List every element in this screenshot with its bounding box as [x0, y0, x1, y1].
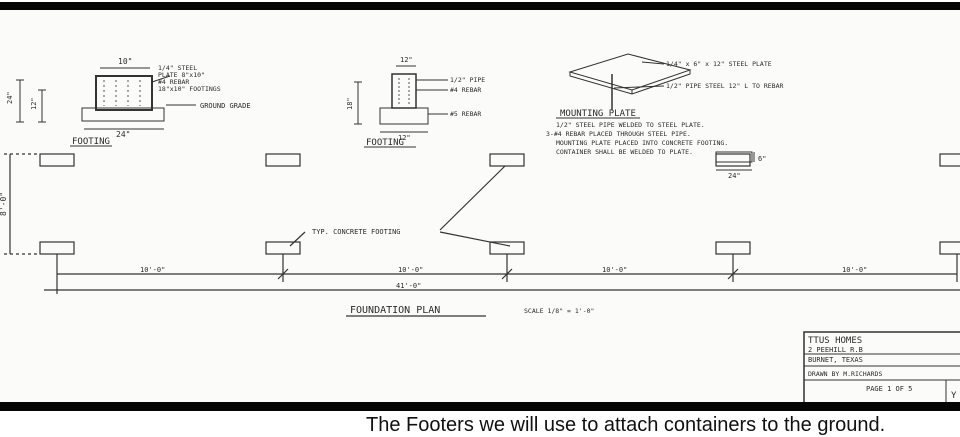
section-column	[391, 73, 417, 109]
plan-title: FOUNDATION PLAN	[350, 305, 440, 316]
plan-vertical-dim-label: 8'-0"	[0, 192, 8, 216]
footing-pad	[39, 241, 75, 255]
title-block-line: BURNET, TEXAS	[808, 356, 863, 364]
title-block-line: DRAWN BY M.RICHARDS	[808, 370, 882, 378]
footing-pad	[715, 153, 751, 167]
section-top-dim-label: 12"	[400, 56, 413, 64]
mounting-note: 1/2" STEEL PIPE WELDED TO STEEL PLATE.	[556, 121, 705, 129]
plate-dim-wide: 24"	[728, 172, 741, 180]
section-pipe-label: 1/2" PIPE	[450, 76, 485, 84]
mounting-title: MOUNTING PLATE	[560, 109, 636, 119]
section-bottom-dim-label: 12"	[398, 134, 411, 142]
plan-span-label: 10'-0"	[602, 266, 627, 274]
footing-note-line: 1/4" STEEL	[158, 64, 197, 72]
footing-callout: TYP. CONCRETE FOOTING	[312, 228, 401, 236]
footing-pad	[939, 153, 960, 167]
section-side-dim: 18"	[346, 97, 354, 110]
plan-overall-label: 41'-0"	[396, 282, 421, 290]
callout-leader	[439, 231, 511, 247]
foundation-plan	[4, 153, 960, 317]
footing-base	[81, 107, 165, 122]
footing-top-dim-label: 10"	[118, 57, 132, 66]
footing-pad	[265, 241, 301, 255]
mounting-plate-detail	[556, 53, 755, 171]
title-block-line: TTUS HOMES	[808, 336, 862, 346]
footing-side-dim: 12"	[30, 97, 38, 110]
bottom-frame-bar	[0, 402, 960, 411]
plate-leader	[151, 75, 171, 83]
plate-pipe-label: 1/2" PIPE STEEL 12" L TO REBAR	[666, 82, 783, 90]
plan-span-label: 10'-0"	[140, 266, 165, 274]
plan-span-label: 10'-0"	[398, 266, 423, 274]
mounting-note: 3-#4 REBAR PLACED THROUGH STEEL PIPE.	[546, 130, 691, 138]
top-frame-bar	[0, 2, 960, 10]
grade-label: GROUND GRADE	[200, 102, 251, 110]
footing-pad	[265, 153, 301, 167]
footing-bottom-dim-label: 24"	[116, 130, 130, 139]
footing-pad	[939, 241, 960, 255]
footing-section	[354, 65, 448, 148]
footing-pad	[715, 241, 751, 255]
steel-plate	[95, 75, 153, 111]
footing-pad	[489, 241, 525, 255]
callout-leader	[289, 231, 306, 247]
footing-note-line: #4 REBAR	[158, 78, 189, 86]
foundation-drawing: 10" 1/4" STEEL PLATE 8"x10" #4 REBAR 18"…	[0, 53, 960, 402]
title-block-line: 2 PEEHILL R.B	[808, 346, 863, 354]
footing-side-dim: 24"	[6, 91, 14, 104]
footing-note-line: 18"x10" FOOTINGS	[158, 85, 221, 93]
plate-label: 1/4" x 6" x 12" STEEL PLATE	[666, 60, 772, 68]
title-block-page: PAGE 1 OF 5	[866, 385, 912, 393]
section-bar-label: #5 REBAR	[450, 110, 481, 118]
drawing-sheet: 10" 1/4" STEEL PLATE 8"x10" #4 REBAR 18"…	[0, 10, 960, 402]
section-label: FOOTING	[366, 138, 404, 148]
section-rebar-label: #4 REBAR	[450, 86, 481, 94]
footing-pad	[39, 153, 75, 167]
callout-leader	[439, 165, 506, 231]
plan-scale: SCALE 1/8" = 1'-0"	[524, 307, 594, 315]
footing-detail	[16, 67, 196, 147]
caption-text: The Footers we will use to attach contai…	[366, 414, 886, 436]
section-base	[379, 107, 429, 125]
footing-note-line: PLATE 8"x10"	[158, 71, 205, 79]
footing-label: FOOTING	[72, 137, 110, 147]
footing-pad	[489, 153, 525, 167]
plan-span-label: 10'-0"	[842, 266, 867, 274]
mounting-note: CONTAINER SHALL BE WELDED TO PLATE.	[556, 148, 693, 156]
title-block	[803, 331, 960, 402]
mounting-note: MOUNTING PLATE PLACED INTO CONCRETE FOOT…	[556, 139, 728, 147]
plate-dim-small: 6"	[758, 155, 766, 163]
title-block-corner: Y	[951, 391, 957, 401]
